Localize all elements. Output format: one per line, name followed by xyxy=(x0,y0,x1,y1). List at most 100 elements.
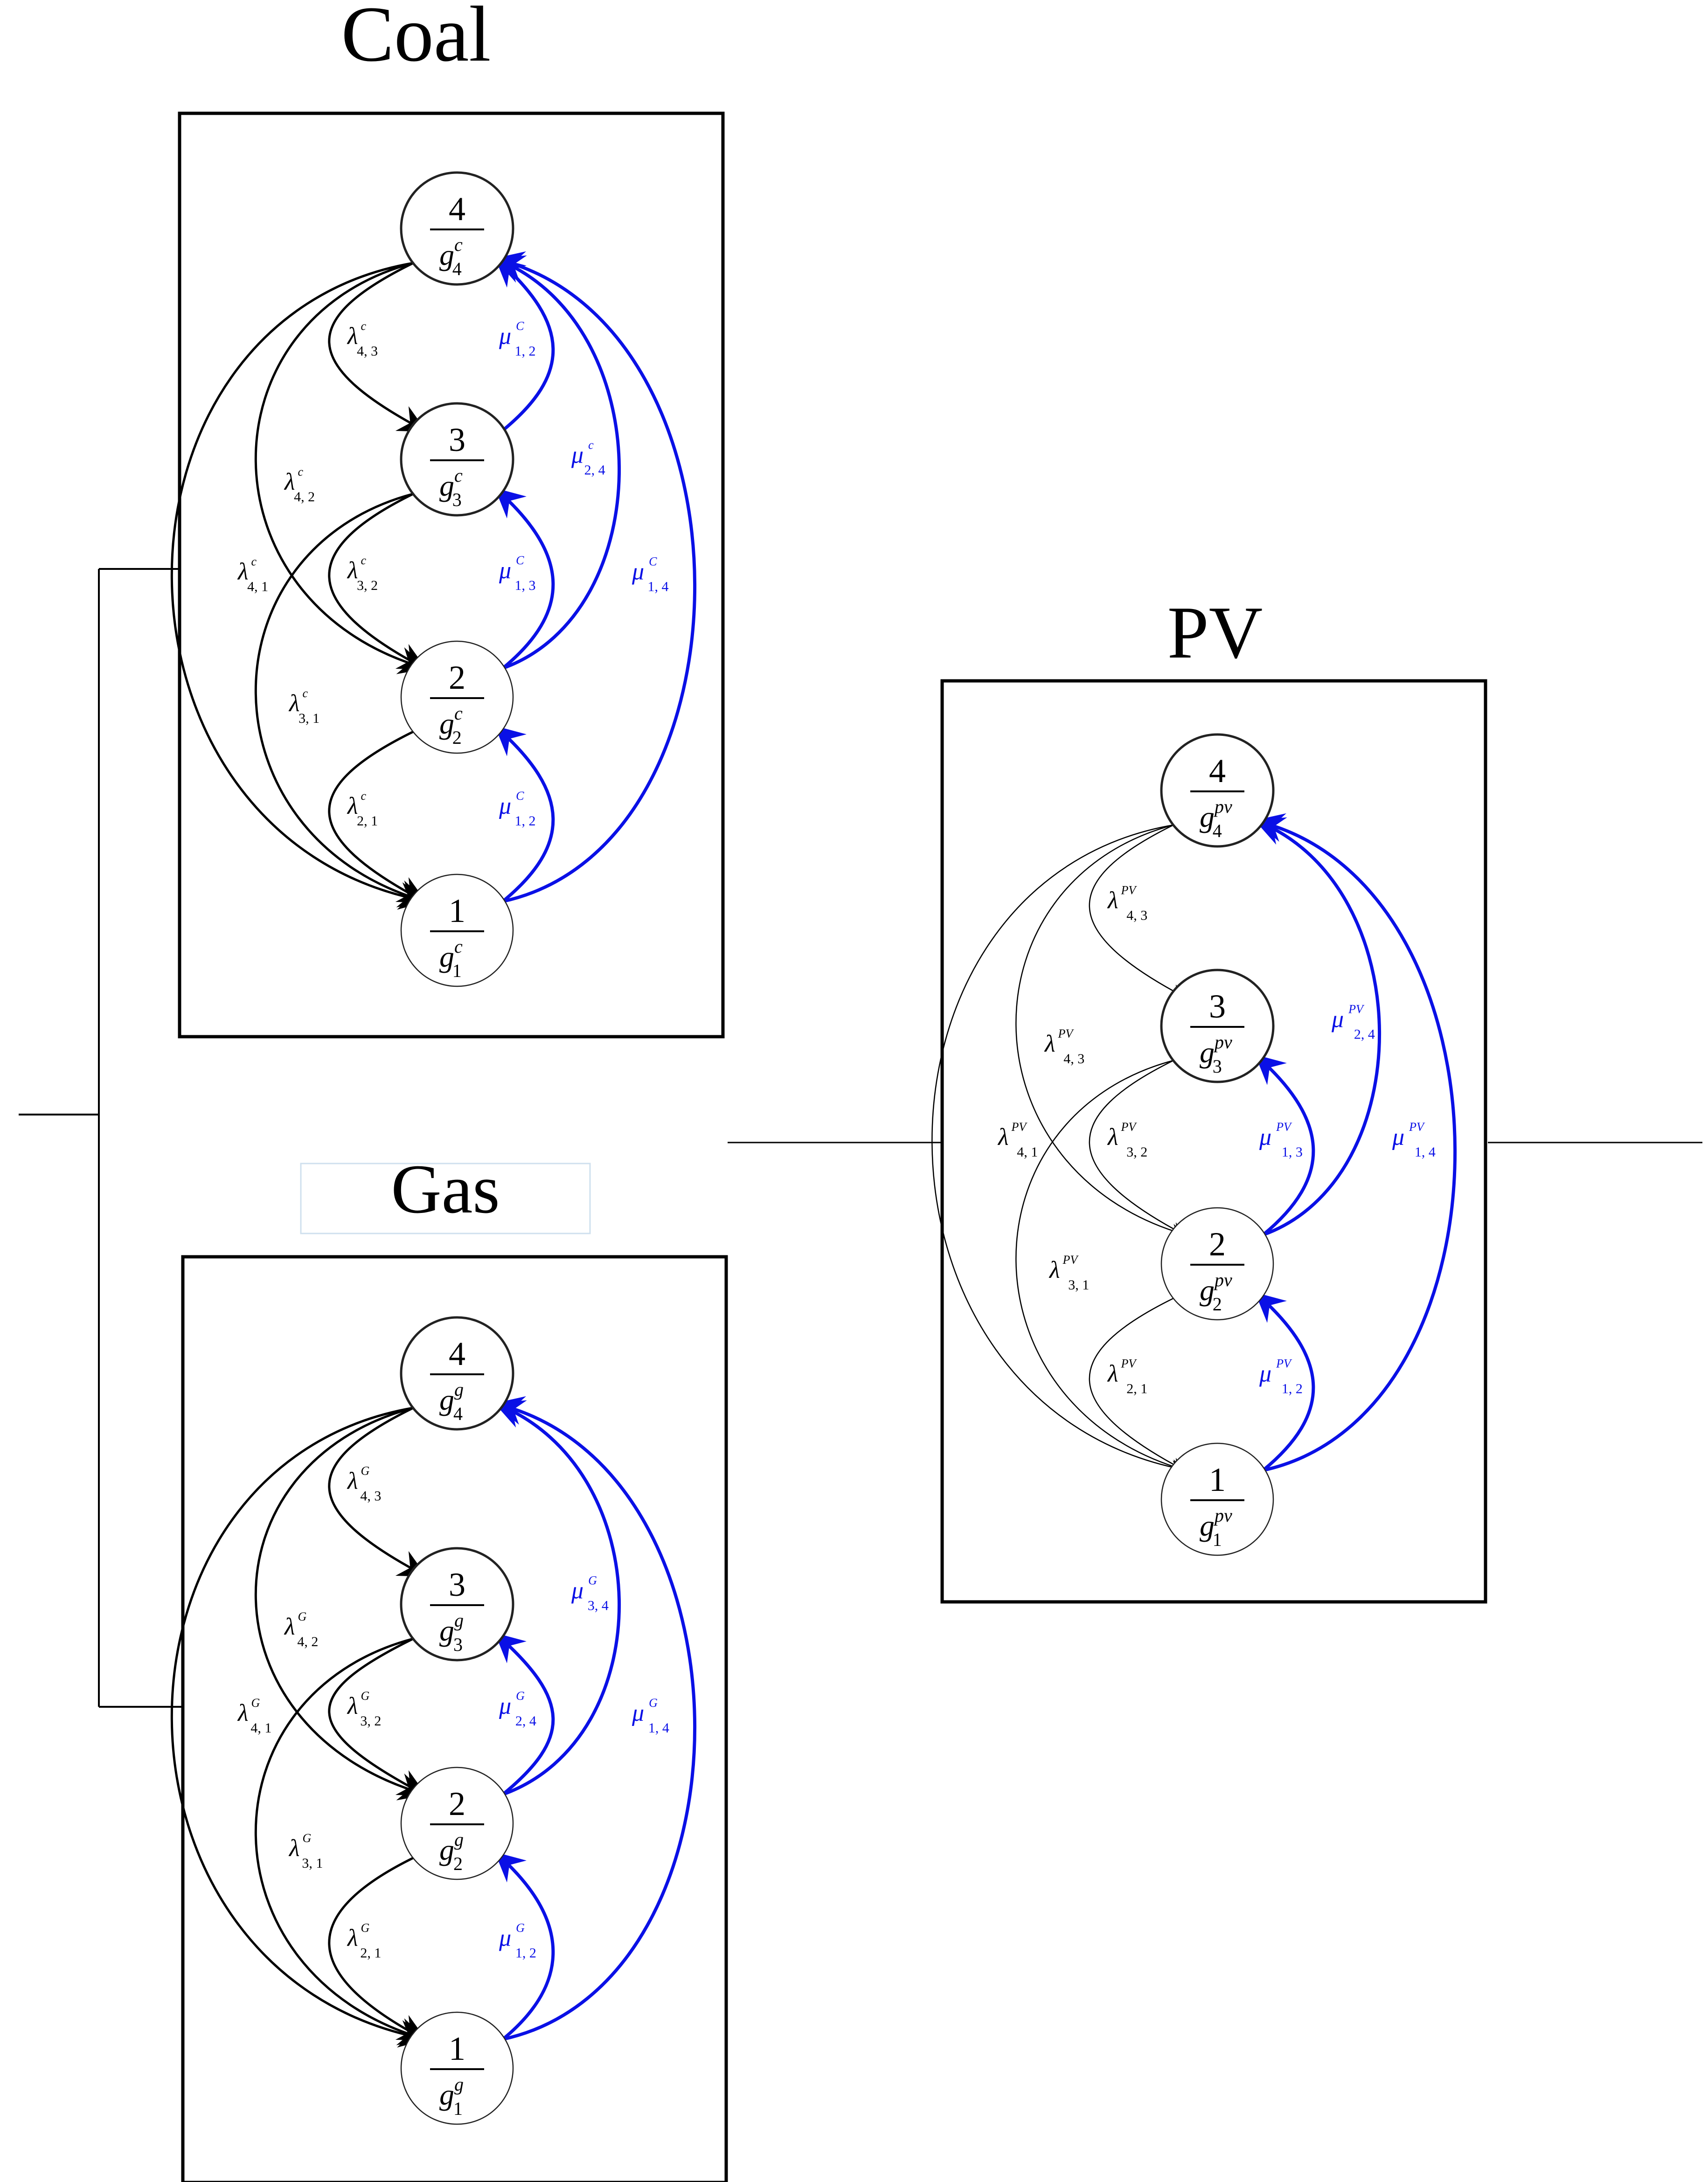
gas-degradation-arc-3-2 xyxy=(328,1637,427,1796)
pv-degradation-arc-4-2 xyxy=(1015,824,1185,1238)
gas-degradation-arc-4-1 xyxy=(170,1406,427,2048)
coal-repair-arc-2-4 xyxy=(494,255,621,670)
gas-state-number-3: 3 xyxy=(449,1566,465,1603)
gas-degradation-arc-4-2 xyxy=(254,1406,427,1801)
pv-state-number-4: 4 xyxy=(1209,752,1226,790)
coal-frame xyxy=(178,111,725,1039)
pv-degradation-arc-3-2 xyxy=(1089,1060,1185,1235)
pv-degradation-arc-4-1 xyxy=(931,824,1185,1474)
pv-frame xyxy=(940,679,1487,1604)
gas-repair-arc-1-2 xyxy=(494,1852,555,2041)
pv-repair-arc-1-2 xyxy=(1255,1292,1315,1472)
pv-repair-arc-2-4 xyxy=(1254,817,1381,1237)
coal-repair-arc-1-2 xyxy=(494,726,555,903)
gas-degradation-arc-3-1 xyxy=(254,1637,427,2045)
system-connector-lines xyxy=(19,568,1702,1708)
pv-repair-arc-2-3 xyxy=(1255,1054,1315,1236)
coal-state-number-3: 3 xyxy=(449,421,465,458)
coal-degradation-arc-4-2 xyxy=(254,262,427,674)
coal-degradation-arc-4-3 xyxy=(328,262,427,432)
pv-title: PV xyxy=(1167,591,1263,674)
gas-repair-arc-2-3 xyxy=(494,1633,555,1796)
coal-repair-arc-2-3 xyxy=(494,488,555,670)
coal-degradation-arc-4-1 xyxy=(170,262,427,910)
coal-degradation-arc-3-1 xyxy=(254,492,427,907)
gas-frame xyxy=(181,1255,728,2182)
coal-title: Coal xyxy=(341,0,491,78)
coal-degradation-arc-2-1 xyxy=(328,730,427,903)
gas-title: Gas xyxy=(391,1150,500,1228)
coal-degradation-arc-3-2 xyxy=(328,492,427,670)
coal-state-number-1: 1 xyxy=(449,892,465,929)
pv-degradation-arc-2-1 xyxy=(1089,1297,1185,1471)
gas-state-number-4: 4 xyxy=(449,1335,465,1372)
coal-state-number-2: 2 xyxy=(449,659,465,696)
gas-repair-arc-1-4 xyxy=(494,1396,697,2041)
coal-repair-arc-3-4 xyxy=(494,257,555,432)
pv-state-number-2: 2 xyxy=(1209,1226,1226,1263)
coal-repair-arc-1-4 xyxy=(494,251,697,903)
pv-degradation-arc-4-3 xyxy=(1089,824,1185,997)
pv-repair-arc-1-4 xyxy=(1254,813,1457,1472)
gas-title-backdrop xyxy=(300,1163,591,1234)
gas-degradation-arc-2-1 xyxy=(328,1856,427,2041)
